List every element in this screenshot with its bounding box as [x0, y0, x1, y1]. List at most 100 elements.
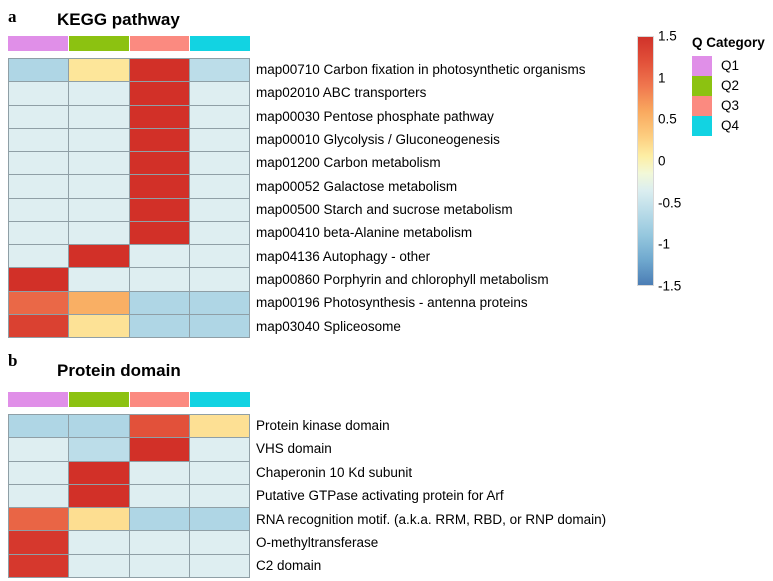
q-category-swatch — [692, 95, 712, 116]
heatmap-cell — [9, 531, 70, 554]
row-label: Chaperonin 10 Kd subunit — [256, 464, 413, 480]
column-annotation-bar-kegg — [8, 36, 250, 51]
q-category-legend-title: Q Category — [692, 35, 765, 50]
heatmap-cell — [9, 221, 70, 244]
heatmap-row — [9, 461, 249, 485]
row-label: map00710 Carbon fixation in photosynthet… — [256, 61, 586, 77]
heatmap-cell — [129, 531, 190, 554]
heatmap-cell — [129, 198, 190, 221]
q-category-swatch — [692, 115, 712, 136]
heatmap-cell — [9, 291, 70, 314]
heatmap-cell — [129, 508, 190, 531]
heatmap-cell — [9, 508, 70, 531]
annot-cell-q3 — [129, 392, 191, 407]
heatmap-row — [9, 291, 249, 315]
heatmap-cell — [129, 245, 190, 268]
heatmap-cell — [189, 508, 249, 531]
row-label: Protein kinase domain — [256, 417, 390, 433]
row-label: map01200 Carbon metabolism — [256, 155, 441, 171]
row-label: map00860 Porphyrin and chlorophyll metab… — [256, 271, 549, 287]
heatmap-cell — [9, 245, 70, 268]
heatmap-row — [9, 175, 249, 199]
heatmap-cell — [9, 415, 70, 438]
heatmap-cell — [69, 531, 130, 554]
row-label: RNA recognition motif. (a.k.a. RRM, RBD,… — [256, 511, 607, 527]
q-category-label: Q1 — [721, 57, 740, 73]
row-label: map03040 Spliceosome — [256, 318, 401, 334]
annot-cell-q3 — [129, 36, 191, 51]
panel-letter-a: a — [8, 7, 17, 26]
heatmap-row — [9, 152, 249, 176]
q-category-label: Q4 — [721, 117, 740, 133]
heatmap-cell — [189, 128, 249, 151]
heatmap-cell — [129, 554, 190, 577]
heatmap-cell — [189, 438, 249, 461]
heatmap-cell — [9, 128, 70, 151]
colorbar-tick: -0.5 — [658, 194, 682, 210]
row-label: Putative GTPase activating protein for A… — [256, 488, 504, 504]
heatmap-cell — [9, 268, 70, 291]
q-category-item: Q2 — [692, 75, 765, 96]
heatmap-cell — [9, 59, 70, 82]
heatmap-cell — [189, 82, 249, 105]
heatmap-cell — [129, 291, 190, 314]
heatmap-cell — [69, 82, 130, 105]
q-category-label: Q3 — [721, 97, 740, 113]
heatmap-cell — [9, 152, 70, 175]
colorbar-tick: 0.5 — [658, 111, 677, 127]
row-label: map00030 Pentose phosphate pathway — [256, 108, 494, 124]
colorbar-tick: -1.5 — [658, 278, 682, 294]
heatmap-cell — [9, 198, 70, 221]
heatmap-cell — [69, 245, 130, 268]
heatmap-cell — [129, 152, 190, 175]
panel-letter-b: b — [8, 351, 18, 370]
annot-cell-q4 — [190, 392, 250, 407]
row-label: map00010 Glycolysis / Gluconeogenesis — [256, 131, 500, 147]
heatmap-row — [9, 105, 249, 129]
heatmap-protein-domain — [8, 414, 250, 578]
heatmap-cell — [189, 415, 249, 438]
heatmap-row — [9, 221, 249, 245]
heatmap-row — [9, 245, 249, 269]
heatmap-cell — [69, 128, 130, 151]
row-labels-kegg: map00710 Carbon fixation in photosynthet… — [256, 58, 646, 338]
q-category-swatch — [692, 75, 712, 96]
annot-cell-q2 — [68, 392, 130, 407]
row-label: VHS domain — [256, 441, 332, 457]
row-label: O-methyltransferase — [256, 535, 379, 551]
heatmap-row — [9, 508, 249, 532]
q-category-label: Q2 — [721, 77, 740, 93]
heatmap-cell — [189, 198, 249, 221]
heatmap-cell — [129, 314, 190, 337]
row-label: map04136 Autophagy - other — [256, 248, 431, 264]
heatmap-cell — [189, 152, 249, 175]
row-label: map00052 Galactose metabolism — [256, 178, 458, 194]
heatmap-cell — [69, 415, 130, 438]
heatmap-cell — [129, 82, 190, 105]
q-category-swatch — [692, 55, 712, 76]
heatmap-cell — [189, 314, 249, 337]
heatmap-cell — [69, 198, 130, 221]
heatmap-row — [9, 554, 249, 577]
heatmap-cell — [189, 291, 249, 314]
heatmap-row — [9, 128, 249, 152]
heatmap-cell — [9, 554, 70, 577]
q-category-item: Q1 — [692, 55, 765, 76]
heatmap-cell — [189, 461, 249, 484]
heatmap-cell — [189, 268, 249, 291]
heatmap-cell — [129, 415, 190, 438]
annot-cell-q2 — [68, 36, 130, 51]
heatmap-cell — [69, 554, 130, 577]
heatmap-row — [9, 59, 249, 83]
row-label: C2 domain — [256, 558, 322, 574]
heatmap-row — [9, 314, 249, 337]
heatmap-cell — [69, 438, 130, 461]
heatmap-cell — [129, 461, 190, 484]
q-category-item: Q3 — [692, 95, 765, 116]
heatmap-grid — [8, 414, 250, 578]
heatmap-cell — [129, 175, 190, 198]
heatmap-cell — [9, 484, 70, 508]
heatmap-cell — [189, 531, 249, 554]
